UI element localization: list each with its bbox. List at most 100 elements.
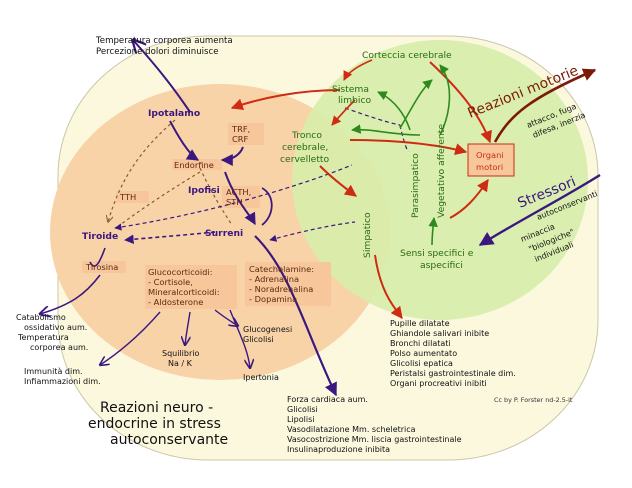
tirosina-box	[82, 261, 126, 273]
dashed-limbico	[344, 107, 401, 126]
title-line-2: endocrine in stress	[88, 416, 221, 432]
node-sensi-2: aspecifici	[420, 260, 463, 271]
node-tronco-1: Tronco	[291, 130, 322, 141]
cat-effect-1: Forza cardiaca aum.	[287, 395, 368, 404]
catecholamine-3: - Noradrenalina	[249, 284, 313, 294]
arrow-ipotalamo-top	[133, 40, 191, 113]
arrow-green-1	[399, 79, 433, 129]
equilibrio-2: Na / K	[168, 359, 193, 368]
glucocorticoidi-3: Mineralcorticoidi:	[148, 287, 220, 297]
arrow-surreni-tiroide	[124, 231, 216, 245]
glucogenesi-1: Glucogenesi	[243, 325, 292, 334]
arrow-corteccia-organi	[429, 61, 492, 144]
node-tirosina: Tirosina	[85, 262, 118, 272]
node-tiroide: Tiroide	[82, 231, 118, 242]
dashed-ipotalamo-tiroide	[108, 119, 176, 222]
catabolismo-3: Temperatura	[17, 333, 69, 342]
cat-effect-3: Lipolisi	[287, 415, 315, 424]
cat-effect-2: Glicolisi	[287, 405, 318, 414]
arrow-limbico-tronco	[331, 99, 356, 126]
arrow-limbico-ipotalamo	[230, 89, 341, 111]
node-surreni: Surreni	[205, 228, 243, 239]
arrow-ipofisi-surreni	[224, 171, 256, 226]
arrow-immunita	[100, 311, 161, 365]
nervous-region	[292, 40, 588, 320]
cat-effect-4: Vasodilatazione Mm. scheletrica	[287, 425, 416, 434]
arrow-catecholamine-effects	[254, 235, 337, 397]
node-corteccia: Corteccia cerebrale	[362, 50, 452, 61]
endorfine-box	[172, 159, 222, 170]
node-organi-2: motori	[476, 162, 503, 172]
acth-box	[222, 186, 260, 208]
arrow-reazioni-motorie	[493, 68, 597, 143]
node-acth-1: ACTH,	[226, 187, 251, 197]
catabolismo-2: ossidativo aum.	[24, 323, 87, 332]
sym-effect-3: Bronchi dilatati	[390, 339, 451, 348]
node-organi-1: Organi	[476, 150, 504, 160]
dashed-surreni-simpatico	[269, 221, 356, 242]
credit: Cc by P. Forster nd-2.5-it	[494, 396, 573, 404]
arrow-acth	[261, 187, 273, 226]
trf-box	[228, 123, 264, 145]
title-line-1: Reazioni neuro -	[100, 400, 213, 416]
sym-effect-6: Peristalsi gastrointestinale dim.	[390, 369, 516, 378]
sym-effect-5: Glicolisi epatica	[390, 359, 453, 368]
arrow-corteccia-limbico	[343, 59, 373, 81]
catabolismo-1: Catabolismo	[16, 313, 66, 322]
sym-effect-2: Ghiandole salivari inibite	[390, 329, 489, 338]
arrow-tiroide-tirosina	[89, 247, 106, 267]
node-sensi-1: Sensi specifici e	[400, 248, 474, 259]
glucogenesi-2: Glicolisi	[243, 335, 274, 344]
arrow-equilibrio	[185, 311, 190, 345]
node-tth: TTH	[119, 192, 136, 202]
arrow-ipotalamo-endorfine	[169, 120, 200, 161]
arrow-green-2	[377, 91, 411, 131]
sym-effect-1: Pupille dilatate	[390, 319, 450, 328]
immunita-2: Infiammazioni dim.	[24, 377, 101, 386]
catecholamine-1: Catecholamine:	[249, 264, 314, 274]
cat-effect-5: Vasocostrizione Mm. liscia gastrointesti…	[287, 435, 462, 444]
arrow-green-3	[439, 64, 451, 136]
node-limbico-2: limbico	[338, 95, 371, 106]
title-line-3: autoconservante	[110, 432, 228, 448]
top-text-2: Percezione dolori diminuisce	[96, 47, 219, 57]
equilibrio-1: Squilibrio	[162, 349, 199, 358]
node-vegetativo: Vegetativo afferente	[436, 124, 447, 218]
glucocorticoidi-box	[145, 265, 237, 309]
cat-effect-6: Insulinaproduzione inibita	[287, 445, 390, 454]
glucocorticoidi-1: Glucocorticoidi:	[148, 267, 213, 277]
arrow-tronco-simpatico	[319, 165, 357, 197]
arrow-simpatico-effects	[374, 254, 403, 319]
arrow-trf-ipofisi	[220, 146, 244, 166]
top-text-1: Temperatura corporea aumenta	[95, 36, 233, 46]
immunita-1: Immunità dim.	[24, 367, 83, 376]
arrow-sensi-vegetativo	[428, 217, 438, 246]
node-ipotalamo: Ipotalamo	[148, 108, 200, 119]
arrow-green-4	[351, 124, 421, 136]
node-tronco-3: cervelletto	[280, 154, 330, 165]
arrow-ipertonia	[229, 309, 250, 368]
arrow-catabolismo	[40, 274, 101, 314]
node-tronco-2: cerebrale,	[282, 142, 328, 153]
node-acth-2: STH	[226, 197, 243, 207]
node-parasimpatico: Parasimpatico	[410, 153, 421, 218]
dashed-ipofisi-surreni	[199, 167, 233, 226]
node-simpatico: Simpatico	[362, 212, 373, 258]
arrow-sensi-organi	[449, 179, 489, 219]
node-trf-1: TRF,	[231, 124, 250, 134]
glucocorticoidi-2: - Cortisole,	[148, 277, 193, 287]
node-limbico-1: Sistema	[332, 84, 369, 95]
node-trf-2: CRF	[232, 134, 249, 144]
tth-box	[116, 191, 149, 203]
catecholamine-4: - Dopamina	[249, 294, 297, 304]
sym-effect-4: Polso aumentato	[390, 349, 457, 358]
ipertonia: Ipertonia	[243, 373, 279, 382]
node-endorfine: Endorfine	[174, 160, 214, 170]
organi-box	[467, 143, 515, 177]
glucocorticoidi-4: - Aldosterone	[148, 297, 203, 307]
arrow-stressori	[478, 173, 601, 247]
catabolismo-4: corporea aum.	[30, 343, 88, 352]
arrow-tronco-organi	[349, 139, 468, 155]
